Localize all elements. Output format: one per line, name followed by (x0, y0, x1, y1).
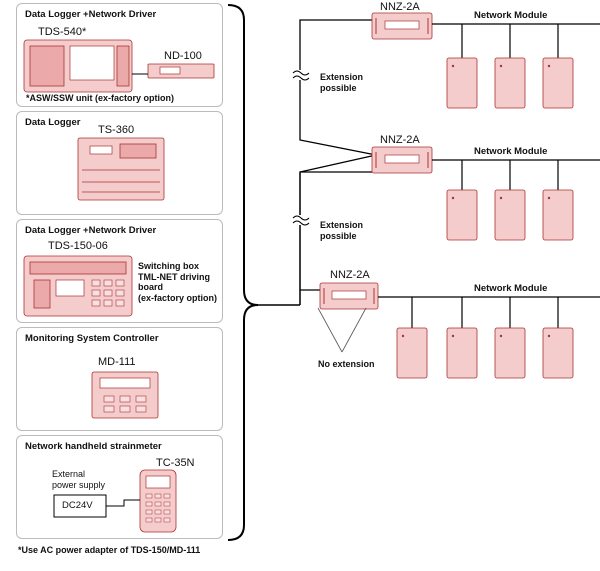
nnz-box-1 (371, 12, 433, 40)
extension-label-2: Extension possible (320, 220, 363, 241)
tds540-note: *ASW/SSW unit (ex-factory option) (26, 93, 174, 103)
tds150-note: Switching box TML-NET driving board (ex-… (138, 261, 217, 303)
nnz-label-3: NNZ-2A (330, 269, 370, 281)
module-label-3: Network Module (474, 283, 548, 294)
device-ts360-label: TS-360 (98, 124, 135, 136)
break-mark-1 (292, 70, 310, 81)
panel-md111: Monitoring System Controller (16, 327, 223, 431)
ext-text: Extension (320, 72, 364, 82)
module-label-1: Network Module (474, 10, 548, 21)
module-label-2: Network Module (474, 146, 548, 157)
footnote: *Use AC power adapter of TDS-150/MD-111 (18, 545, 201, 555)
nnz-box-2 (371, 146, 433, 174)
device-md111-label: MD-111 (98, 356, 136, 368)
trunk-line (299, 19, 377, 305)
nnz-label-1: NNZ-2A (380, 1, 420, 13)
ext-text: possible (320, 230, 357, 241)
note-line: (ex-factory option) (138, 292, 218, 303)
panel-title: Data Logger +Network Driver (25, 9, 157, 20)
device-tds150-label: TDS-150-06 (48, 240, 108, 252)
dc24v-label: DC24V (62, 500, 93, 511)
note-line: board (138, 282, 164, 292)
no-extension-label: No extension (318, 359, 375, 369)
ext-line: External (52, 469, 86, 479)
nnz-label-2: NNZ-2A (380, 134, 420, 146)
module-row-1 (461, 24, 559, 60)
module-row-2 (461, 160, 559, 192)
bracket (227, 4, 259, 541)
ext-line: power supply (52, 479, 106, 490)
extension-label-1: Extension possible (320, 72, 363, 93)
device-nd100-label: ND-100 (164, 50, 202, 62)
nnz-box-3 (319, 282, 379, 310)
panel-title: Data Logger +Network Driver (25, 225, 157, 236)
device-tds540-label: TDS-540* (38, 26, 87, 38)
note-line: Switching box (138, 261, 200, 271)
ext-text: Extension (320, 220, 364, 230)
no-extension-pointers (317, 307, 367, 353)
ext-text: possible (320, 82, 357, 93)
device-tc35n-label: TC-35N (156, 457, 195, 469)
panel-title: Monitoring System Controller (25, 333, 159, 344)
module-row-3 (411, 297, 559, 330)
break-mark-2 (292, 215, 310, 226)
network-modules (396, 57, 574, 379)
external-power-label: External power supply (52, 469, 105, 490)
panel-title: Network handheld strainmeter (25, 441, 162, 452)
note-line: TML-NET driving (138, 271, 210, 282)
panel-title: Data Logger (25, 117, 81, 128)
panel-tc35n: Network handheld strainmeter (16, 435, 223, 539)
